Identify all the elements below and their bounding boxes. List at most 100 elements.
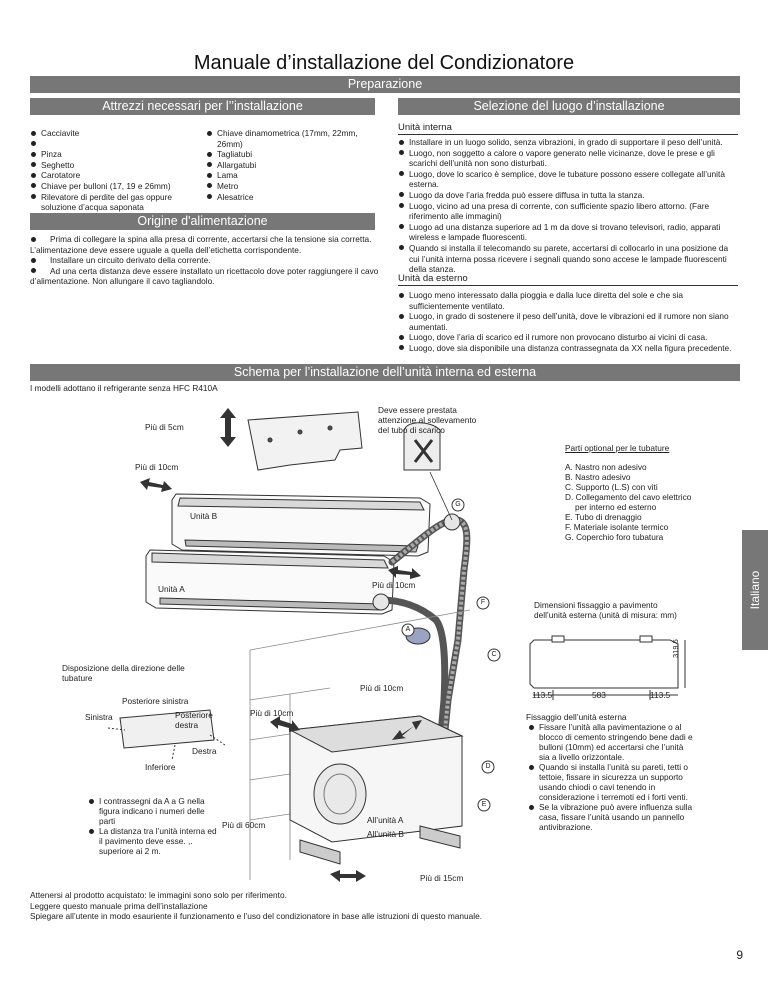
label-destra: Destra <box>192 746 217 756</box>
part-item: D. Collegamento del cavo elettrico per i… <box>565 492 692 512</box>
location-heading: Selezione del luogo d’installazione <box>398 98 740 115</box>
pipe-direction-sketch <box>107 709 226 761</box>
outdoor-item: Luogo, in grado di sostenere il peso del… <box>398 311 741 332</box>
page-title: Manuale d’installazione del Condizionato… <box>193 52 575 74</box>
label-piu-10cm-low1: Più di 10cm <box>360 683 404 693</box>
tool-item: Allargatubi <box>206 160 376 171</box>
outdoor-item: Luogo, dove sia disponibile una distanza… <box>398 343 741 354</box>
indoor-item: Luogo, non soggetto a calore o vapore ge… <box>398 148 741 169</box>
footer-notes: Attenersi al prodotto acquistato: le imm… <box>30 890 740 922</box>
label-piu-10cm-low2: Più di 10cm <box>250 708 294 718</box>
label-unita-a: Unità A <box>158 584 185 594</box>
tool-spacer <box>30 139 205 150</box>
part-item: E. Tubo di drenaggio <box>565 512 642 522</box>
power-item-text: Installare un circuito derivato della co… <box>50 255 211 266</box>
label-inferiore: Inferiore <box>145 762 176 772</box>
label-piu-10cm-left: Più di 10cm <box>135 462 179 472</box>
marks-note-item: La distanza tra l’unità interna ed il pa… <box>88 826 218 856</box>
dim-113-right: 113.5 <box>650 690 671 700</box>
indoor-item: Luogo, dove lo scarico è semplice, dove … <box>398 169 741 190</box>
marks-note-list: I contrassegni da A a G nella figura ind… <box>88 796 218 856</box>
power-item-text: Ad una certa distanza deve essere instal… <box>30 265 379 287</box>
label-posteriore-sinistra: Posteriore sinistra <box>122 696 189 706</box>
tool-item: Alesatrice <box>206 192 376 203</box>
part-item: F. Materiale isolante termico <box>565 522 669 532</box>
label-all-unita-b: All’unità B <box>367 829 404 839</box>
floor-dims-title: Dimensioni fissaggio a pavimento dell’un… <box>534 600 677 620</box>
tools-left-list: Cacciavite Pinza Seghetto Carotatore Chi… <box>30 128 205 213</box>
tool-item: Chiave dinamometrica (17mm, 22mm, 26mm) <box>206 128 376 149</box>
part-marker-circles <box>401 498 501 812</box>
label-piu-5cm: Più di 5cm <box>145 422 184 432</box>
tools-heading: Attrezzi necessari per l’’installazione <box>30 98 375 115</box>
label-posteriore-destra: Posteriore destra <box>175 710 213 730</box>
indoor-item: Installare in un luogo solido, senza vib… <box>398 137 741 148</box>
marker-c: C <box>491 651 497 658</box>
tool-item: Cacciavite <box>30 128 205 139</box>
schema-heading: Schema per l’installazione dell’unità in… <box>30 364 740 381</box>
power-item-3: Ad una certa distanza deve essere instal… <box>30 266 380 287</box>
page-number: 9 <box>736 948 743 962</box>
tool-item: Seghetto <box>30 160 205 171</box>
language-side-tab-label: Italiano <box>748 570 762 610</box>
mounting-plate <box>247 411 363 471</box>
tool-item: Chiave per bulloni (17, 19 e 26mm) <box>30 181 205 192</box>
indoor-list: Installare in un luogo solido, senza vib… <box>398 137 741 275</box>
pipe-hole-cover-a <box>372 593 390 611</box>
outdoor-list: Luogo meno interessato dalla pioggia e d… <box>398 290 741 354</box>
tool-item: Tagliatubi <box>206 149 376 160</box>
marker-a: A <box>405 626 411 633</box>
power-item-text: Prima di collegare la spina alla presa d… <box>30 234 372 255</box>
outdoor-unit <box>288 715 464 865</box>
dim-113-left: 113.5 <box>532 690 553 700</box>
marker-f: F <box>480 599 486 606</box>
pipe-direction-title: Disposizione della direzione delle tubat… <box>62 663 185 683</box>
fixing-item: Se la vibrazione può avere influenza sul… <box>528 802 693 832</box>
fixing-list: Fissare l’unità alla pavimentazione o al… <box>528 722 693 832</box>
tool-item: Metro <box>206 181 376 192</box>
fixing-item: Quando si installa l’unità su pareti, te… <box>528 762 693 802</box>
pipe-hole-cover-b <box>443 513 461 531</box>
label-drain-note: Deve essere prestata attenzione al solle… <box>378 405 477 435</box>
indoor-item: Quando si installa il telecomando su par… <box>398 243 741 275</box>
power-list: Prima di collegare la spina alla presa d… <box>30 234 380 287</box>
dim-583: 583 <box>592 690 606 700</box>
part-item: A. Nastro non adesivo <box>565 462 647 472</box>
tools-right-list: Chiave dinamometrica (17mm, 22mm, 26mm) … <box>206 128 376 202</box>
parts-list: A. Nastro non adesivo B. Nastro adesivo … <box>565 462 695 542</box>
label-piu-15cm: Più di 15cm <box>420 873 464 883</box>
footer-line: Attenersi al prodotto acquistato: le imm… <box>30 890 287 900</box>
tool-item: Lama <box>206 170 376 181</box>
tool-item: Rilevatore di perdite del gas oppure sol… <box>30 192 205 213</box>
drain-detail <box>403 422 453 521</box>
marker-g: G <box>455 501 461 508</box>
marker-d: D <box>485 763 491 770</box>
fixing-item: Fissare l’unità alla pavimentazione o al… <box>528 722 693 762</box>
preparation-bar: Preparazione <box>30 76 740 93</box>
outdoor-item: Luogo meno interessato dalla pioggia e d… <box>398 290 741 311</box>
clearance-arrow-mid <box>388 566 421 579</box>
part-item: C. Supporto (L.S) con viti <box>565 482 658 492</box>
outdoor-heading: Unità da esterno <box>398 273 738 286</box>
clearance-arrows-outdoor <box>270 716 422 882</box>
clearance-arrow-left <box>140 478 172 492</box>
label-piu-60cm: Più di 60cm <box>222 820 266 830</box>
indoor-item: Luogo, vicino ad una presa di corrente, … <box>398 201 741 222</box>
parts-heading: Parti optional per le tubature <box>565 443 670 453</box>
part-item: G. Coperchio foro tubatura <box>565 532 664 542</box>
dim-319: 319.5 <box>671 639 680 658</box>
tool-item: Pinza <box>30 149 205 160</box>
indoor-unit-b <box>171 493 431 557</box>
indoor-unit-a <box>145 549 395 615</box>
footer-line: Leggere questo manuale prima dell’instal… <box>30 900 208 911</box>
label-sinistra: Sinistra <box>85 712 113 722</box>
tool-item: Carotatore <box>30 170 205 181</box>
power-item-1: Prima di collegare la spina alla presa d… <box>30 234 380 255</box>
indoor-heading: Unità interna <box>398 122 738 135</box>
marker-e: E <box>481 801 487 808</box>
indoor-item: Luogo ad una distanza superiore ad 1 m d… <box>398 222 741 243</box>
floor-dimension-sketch <box>529 635 686 700</box>
label-unita-b: Unità B <box>190 511 218 521</box>
power-item-2: Installare un circuito derivato della co… <box>30 255 380 266</box>
schema-note: I modelli adottano il refrigerante senza… <box>30 383 218 393</box>
